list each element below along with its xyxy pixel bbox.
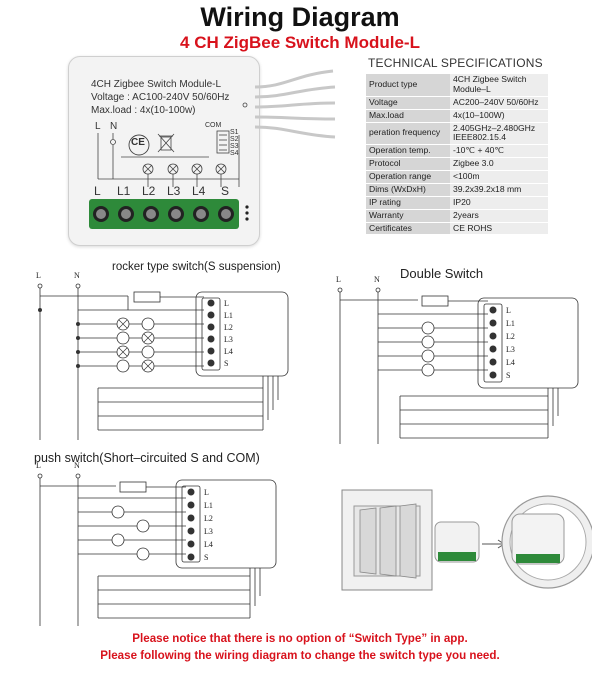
module-schematic xyxy=(89,102,249,229)
module-photo: 4CH Zigbee Switch Module-L Voltage : AC1… xyxy=(68,56,336,246)
rocker-terminal-l: L xyxy=(224,299,229,308)
spec-row: Dims (WxDxH)39.2x39.2x18 mm xyxy=(366,183,548,197)
rocker-diagram-title: rocker type switch(S suspension) xyxy=(112,261,281,273)
module-terminal-s: S xyxy=(221,184,230,198)
module-top-terminal-n: N xyxy=(110,121,118,132)
double-terminal-l3: L3 xyxy=(506,345,515,354)
ce-mark-ring xyxy=(128,134,150,156)
rocker-terminal-s: S xyxy=(224,359,228,368)
module-com-label: COM xyxy=(205,122,222,129)
arrow-icon-2 xyxy=(482,539,505,549)
module-max-load: Max.load : 4x(10-100w) xyxy=(91,105,196,116)
module-wires xyxy=(254,69,336,139)
double-terminal-l2: L2 xyxy=(506,332,515,341)
double-diagram-title: Double Switch xyxy=(400,266,484,281)
push-terminal-s: S xyxy=(204,553,208,562)
push-terminal-l2: L2 xyxy=(204,514,213,523)
module-terminal-l: L xyxy=(94,184,101,198)
module-top-terminal-l: L xyxy=(95,121,101,132)
double-terminal-l: L xyxy=(506,306,511,315)
notice-line-2: Please following the wiring diagram to c… xyxy=(100,649,500,662)
rocker-wiring-diagram: L L1 L2 L3 L4 S L N xyxy=(36,271,289,440)
double-terminal-s: S xyxy=(506,371,510,380)
module-voltage: Voltage : AC100-240V 50/60Hz xyxy=(91,92,230,103)
spec-row: Operation range<100m xyxy=(366,170,548,184)
push-line-n: N xyxy=(74,461,80,470)
rocker-terminal-l1: L1 xyxy=(224,311,233,320)
page-subtitle: 4 CH ZigBee Switch Module-L xyxy=(180,33,420,52)
push-terminal-l3: L3 xyxy=(204,527,213,536)
rocker-terminal-l3: L3 xyxy=(224,335,233,344)
push-switch-wiring-diagram: L L1 L2 L3 L4 S L N xyxy=(36,461,277,626)
module-terminal-l4: L4 xyxy=(192,184,206,198)
terminal-block xyxy=(89,199,239,229)
module-terminal-l3: L3 xyxy=(167,184,181,198)
ce-mark: CE xyxy=(131,137,145,148)
page-title: Wiring Diagram xyxy=(200,2,400,32)
weee-bin-icon xyxy=(157,133,175,153)
module-in-box xyxy=(511,513,565,565)
module-switch-labels: S1 S2 S3 S4 xyxy=(230,129,239,157)
module-terminal-l2: L2 xyxy=(142,184,156,198)
rocker-line-l: L xyxy=(36,271,41,280)
double-switch-wiring-diagram: L L1 L2 L3 L4 S L N xyxy=(336,276,579,444)
terminal-screws xyxy=(93,206,234,222)
module-terminal-l1: L1 xyxy=(117,184,131,198)
double-terminal-l1: L1 xyxy=(506,319,515,328)
push-diagram-title: push switch(Short–circuited S and COM) xyxy=(34,451,260,465)
specs-title: TECHNICAL SPECIFICATIONS xyxy=(368,56,543,70)
rocker-terminal-l4: L4 xyxy=(224,347,233,356)
push-terminal-l: L xyxy=(204,488,209,497)
rocker-terminal-l2: L2 xyxy=(224,323,233,332)
double-line-l: L xyxy=(336,276,341,284)
installation-illustration xyxy=(341,489,592,591)
rocker-line-n: N xyxy=(74,271,80,280)
push-terminal-l1: L1 xyxy=(204,501,213,510)
rocker-keys xyxy=(359,503,417,579)
push-line-l: L xyxy=(36,461,41,470)
module-name: 4CH Zigbee Switch Module-L xyxy=(91,79,222,90)
notice-line-1: Please notice that there is no option of… xyxy=(132,632,468,645)
push-terminal-l4: L4 xyxy=(204,540,213,549)
status-dots xyxy=(245,205,249,221)
spec-row: Operation temp.-10℃ + 40℃ xyxy=(366,144,548,159)
double-terminal-l4: L4 xyxy=(506,358,515,367)
double-line-n: N xyxy=(374,276,380,284)
